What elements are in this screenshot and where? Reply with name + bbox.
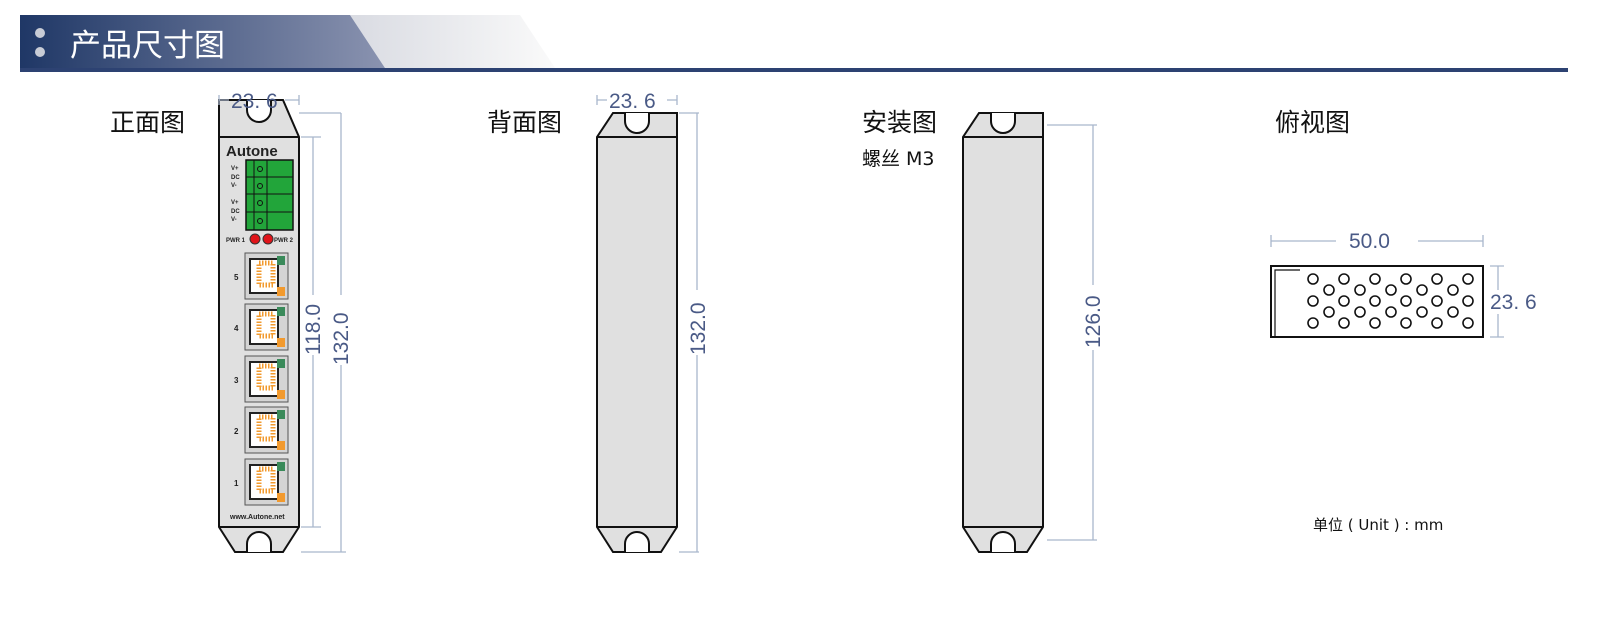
vent-hole-icon xyxy=(1354,306,1366,318)
ethernet-port-icon xyxy=(244,252,289,300)
vent-hole-icon xyxy=(1307,273,1319,285)
install-view-title: 安装图 xyxy=(862,108,937,137)
led-label: PWR 2 xyxy=(274,238,294,244)
port-number-label: 3 xyxy=(234,376,239,385)
terminal-label: DC xyxy=(231,209,240,215)
ethernet-port-icon xyxy=(244,355,289,403)
header-banner xyxy=(20,15,385,68)
hole-spacing-dim: 126.0 xyxy=(1082,295,1105,348)
website-label: www.Autone.net xyxy=(229,514,285,521)
vent-hole-icon xyxy=(1338,317,1350,329)
front-view: 正面图 Autone V+ DC V- V+ DC V- PWR 1 PWR 2… xyxy=(110,90,353,553)
terminal-label: DC xyxy=(231,175,240,181)
brand-logo: Autone xyxy=(226,143,278,160)
vent-hole-icon xyxy=(1338,273,1350,285)
vent-hole-icon xyxy=(1369,295,1381,307)
vent-hole-icon xyxy=(1462,273,1474,285)
port-number-label: 5 xyxy=(234,273,239,282)
mount-notch xyxy=(990,113,1016,134)
mount-notch xyxy=(990,531,1016,552)
terminal-label: V- xyxy=(231,183,237,189)
terminal-label: V+ xyxy=(231,166,239,172)
port-number-label: 4 xyxy=(234,324,239,333)
vent-hole-icon xyxy=(1431,295,1443,307)
led-label: PWR 1 xyxy=(226,238,246,244)
top-length-dim: 50.0 xyxy=(1349,230,1390,253)
vent-hole-icon xyxy=(1323,306,1335,318)
front-width-dim: 23. 6 xyxy=(231,90,278,113)
back-enclosure xyxy=(596,112,678,553)
back-view: 背面图 23. 6 132.0 xyxy=(487,90,710,553)
vent-hole-icon xyxy=(1416,284,1428,296)
mount-notch xyxy=(624,113,650,134)
vent-hole-icon xyxy=(1462,317,1474,329)
back-view-title: 背面图 xyxy=(487,108,562,137)
unit-note: 单位 ( Unit ) : mm xyxy=(1313,516,1443,534)
back-width-dim: 23. 6 xyxy=(609,90,656,113)
vent-hole-icon xyxy=(1385,306,1397,318)
front-inner-height-dim: 118.0 xyxy=(302,304,325,355)
top-view-title: 俯视图 xyxy=(1275,108,1350,137)
vent-hole-icon xyxy=(1447,306,1459,318)
power-terminal-block xyxy=(245,159,294,231)
vent-hole-icon xyxy=(1369,273,1381,285)
port-number-label: 1 xyxy=(234,479,239,488)
section-header: 产品尺寸图 xyxy=(20,15,1568,72)
vent-hole-icon xyxy=(1431,317,1443,329)
vent-holes xyxy=(1307,273,1474,329)
header-accent xyxy=(350,15,555,68)
vent-hole-icon xyxy=(1307,317,1319,329)
vent-hole-icon xyxy=(1354,284,1366,296)
vent-hole-icon xyxy=(1462,295,1474,307)
terminal-label: V+ xyxy=(231,200,239,206)
header-rule xyxy=(20,68,1568,72)
screw-note: 螺丝 M3 xyxy=(862,148,935,170)
vent-hole-icon xyxy=(1416,306,1428,318)
mount-notch xyxy=(246,100,272,123)
ethernet-port-icon xyxy=(244,303,289,351)
vent-hole-icon xyxy=(1400,273,1412,285)
vent-hole-icon xyxy=(1447,284,1459,296)
page-title: 产品尺寸图 xyxy=(70,28,225,64)
mount-notch xyxy=(246,531,272,552)
vent-hole-icon xyxy=(1400,295,1412,307)
back-height-dim: 132.0 xyxy=(687,302,710,355)
front-height-dim: 132.0 xyxy=(330,312,353,365)
terminal-label: V- xyxy=(231,217,237,223)
bullet-dot-icon xyxy=(35,28,45,38)
pwr1-led-icon xyxy=(249,233,261,245)
install-view: 安装图 螺丝 M3 126.0 xyxy=(862,108,1105,553)
vent-hole-icon xyxy=(1369,317,1381,329)
mount-notch xyxy=(624,531,650,552)
vent-hole-icon xyxy=(1400,317,1412,329)
top-view: 俯视图 50.0 23. 6 xyxy=(1270,108,1537,338)
front-view-title: 正面图 xyxy=(110,108,185,137)
vent-hole-icon xyxy=(1385,284,1397,296)
port-number-label: 2 xyxy=(234,427,239,436)
vent-hole-icon xyxy=(1307,295,1319,307)
pwr2-led-icon xyxy=(262,233,274,245)
vent-hole-icon xyxy=(1431,273,1443,285)
vent-hole-icon xyxy=(1338,295,1350,307)
top-width-dim: 23. 6 xyxy=(1490,291,1537,314)
ethernet-port-icon xyxy=(244,458,289,506)
ethernet-port-icon xyxy=(244,406,289,454)
bullet-dot-icon xyxy=(35,47,45,57)
vent-hole-icon xyxy=(1323,284,1335,296)
install-enclosure xyxy=(962,112,1044,553)
